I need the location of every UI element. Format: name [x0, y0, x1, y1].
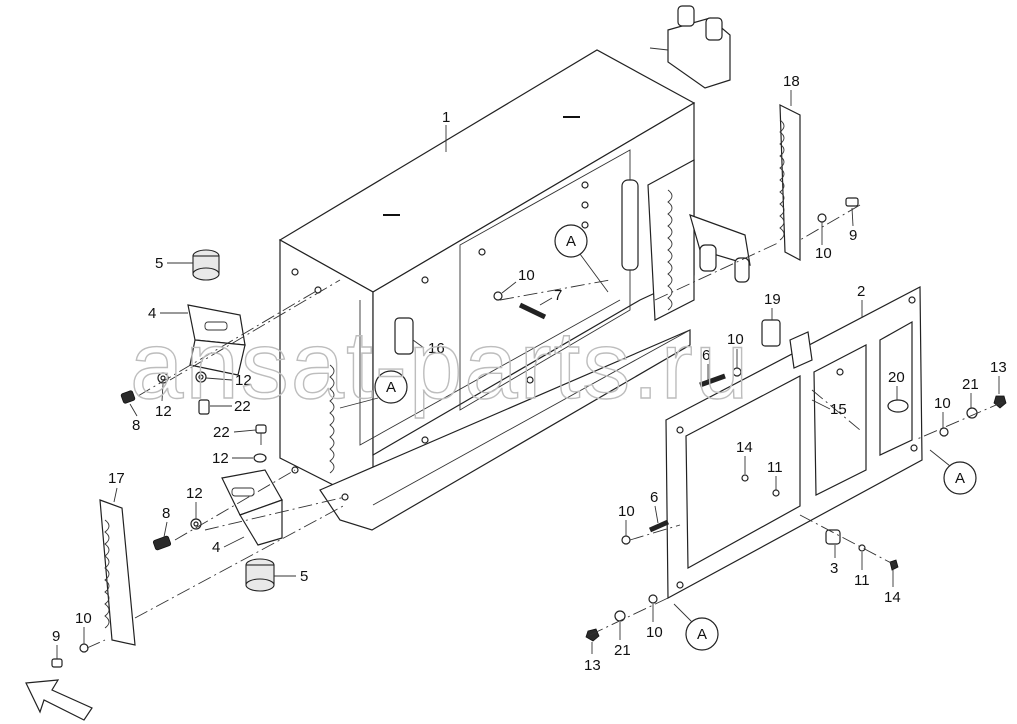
part-label: 7	[554, 287, 562, 304]
detail-callout-a: A	[929, 449, 977, 495]
part-label: 12	[212, 450, 229, 467]
part-label: 15	[830, 401, 847, 418]
part-label: 10	[646, 624, 663, 641]
cover-plate	[665, 286, 923, 600]
detail-callout-a: A	[673, 603, 719, 651]
detail-callout-a: A	[339, 370, 408, 409]
mounting-bracket-right	[689, 214, 751, 283]
part-label: 11	[854, 572, 870, 589]
part-label: 6	[702, 347, 710, 364]
part-label: 8	[162, 505, 170, 522]
part-label: 19	[764, 291, 781, 308]
foot-bracket-lower	[221, 469, 283, 546]
part-label: 14	[736, 439, 753, 456]
view-direction-arrow	[25, 679, 93, 721]
part-label: 21	[614, 642, 631, 659]
part-label: 10	[75, 610, 92, 627]
main-housing	[278, 49, 696, 531]
part-label: 9	[849, 227, 857, 244]
part-label: 22	[234, 398, 251, 415]
part-label: 5	[155, 255, 163, 272]
strip-bracket-18	[779, 104, 801, 261]
part-label: 10	[618, 503, 635, 520]
part-label: 11	[767, 459, 783, 476]
part-label: 4	[212, 539, 220, 556]
svg-text:A: A	[386, 379, 396, 396]
assembly-lines	[86, 204, 1004, 649]
part-label: 13	[584, 657, 601, 674]
part-label: 12	[235, 372, 252, 389]
part-label: 3	[830, 560, 838, 577]
part-label: 12	[155, 403, 172, 420]
svg-text:A: A	[955, 470, 965, 487]
part-label: 10	[815, 245, 832, 262]
part-label: 1	[442, 109, 450, 126]
watermark: ansat-parts.ru	[130, 312, 750, 419]
detail-callouts: A A A A	[339, 224, 977, 651]
strip-bracket-17	[99, 499, 136, 646]
part-label: 21	[962, 376, 979, 393]
part-label: 13	[990, 359, 1007, 376]
part-label: 20	[888, 369, 905, 386]
part-labels: 1 2 3 4 4 5 5 6 6 7 8 8 9 9 10 10 10 10	[52, 73, 1007, 674]
rubber-foot-lower	[245, 558, 275, 592]
part-label: 8	[132, 417, 140, 434]
part-label: 12	[186, 485, 203, 502]
detail-callout-a: A	[554, 224, 609, 293]
part-label: 14	[884, 589, 901, 606]
part-label: 22	[213, 424, 230, 441]
part-label: 5	[300, 568, 308, 585]
part-label: 4	[148, 305, 156, 322]
part-label: 6	[650, 489, 658, 506]
part-label: 18	[783, 73, 800, 90]
svg-text:A: A	[566, 233, 576, 250]
part-label: 10	[727, 331, 744, 348]
part-label: 16	[428, 340, 445, 357]
rubber-foot-upper	[192, 249, 220, 281]
foot-bracket-upper	[187, 304, 246, 376]
svg-text:A: A	[697, 626, 707, 643]
part-label: 10	[934, 395, 951, 412]
part-label: 9	[52, 628, 60, 645]
part-label: 10	[518, 267, 535, 284]
valve-block	[649, 5, 731, 89]
part-label: 2	[857, 283, 865, 300]
part-label: 17	[108, 470, 125, 487]
